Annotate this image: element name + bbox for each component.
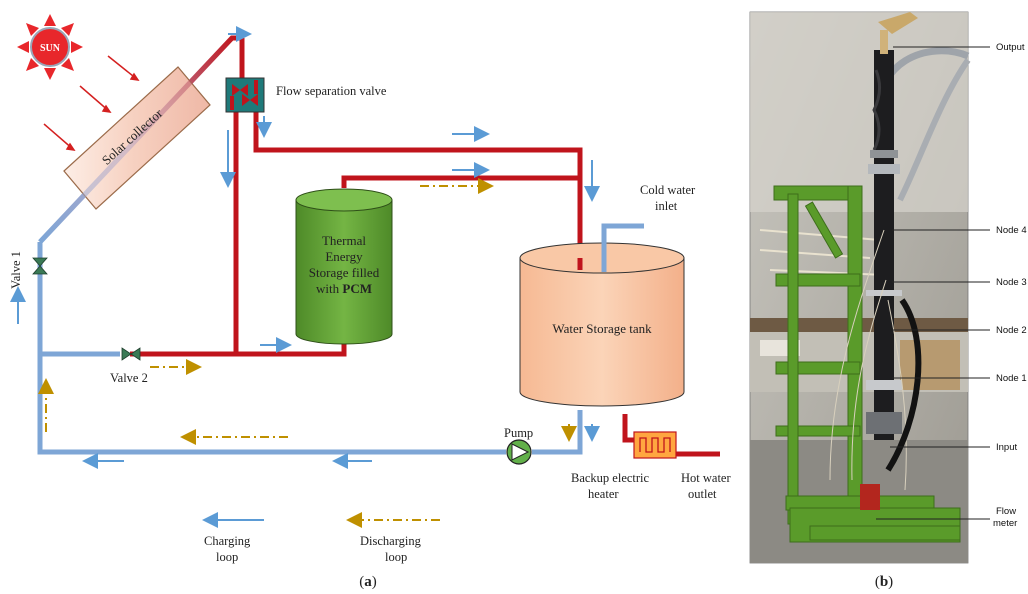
flow-meter-label-line1: Flow (996, 506, 1016, 517)
flow-separation-valve: Flow separation valve (225, 77, 387, 113)
valve1-icon (32, 257, 48, 275)
legend-charging-line2: loop (216, 550, 238, 564)
node4-label: Node 4 (996, 225, 1027, 236)
caption-a: (a) (359, 574, 377, 590)
output-label: Output (996, 42, 1025, 53)
legend-discharging-line2: loop (385, 550, 407, 564)
photo-leader-lines (876, 46, 990, 520)
node3-label: Node 3 (996, 277, 1027, 288)
thermal-energy-storage: Thermal Energy Storage filled with PCM (295, 188, 393, 345)
valve2-icon (121, 347, 141, 361)
pump-icon (506, 439, 532, 465)
hot-water-label-line1: Hot water (681, 471, 731, 485)
heater-label-line2: heater (588, 487, 619, 501)
tes-label-line3: Storage filled (309, 265, 380, 280)
tes-label-line1: Thermal (322, 233, 366, 248)
flow-separation-valve-label: Flow separation valve (276, 84, 387, 98)
legend-discharging-line1: Discharging (360, 534, 422, 548)
legend-charging-line1: Charging (204, 534, 251, 548)
heater-icon (633, 431, 677, 459)
charging-flow-arrows (10, 26, 600, 469)
cold-water-label-line1: Cold water (640, 183, 696, 197)
cold-water-label-line2: inlet (655, 199, 678, 213)
discharging-flow-arrows (38, 178, 577, 445)
tes-label-line2: Energy (325, 249, 363, 264)
tes-label-line4: with PCM (316, 281, 372, 296)
heater-label-line1: Backup electric (571, 471, 650, 485)
hot-water-label-line2: outlet (688, 487, 717, 501)
flow-meter-label-line2: meter (993, 518, 1017, 529)
tes-label-pcm: PCM (342, 281, 372, 296)
sun-rays (43, 55, 140, 151)
pump-label: Pump (504, 426, 533, 440)
node1-label: Node 1 (996, 373, 1027, 384)
legend: Charging loop Discharging loop (202, 512, 440, 564)
tes-label-line4-prefix: with (316, 281, 342, 296)
sun-icon: SUN (17, 14, 83, 80)
valve2-label: Valve 2 (110, 371, 148, 385)
input-label: Input (996, 442, 1017, 453)
water-tank-label: Water Storage tank (552, 321, 652, 336)
valve1-label: Valve 1 (9, 251, 23, 289)
node2-label: Node 2 (996, 325, 1027, 336)
sun-label: SUN (40, 43, 61, 54)
caption-b: (b) (875, 574, 893, 590)
experimental-setup-photo (749, 11, 971, 564)
